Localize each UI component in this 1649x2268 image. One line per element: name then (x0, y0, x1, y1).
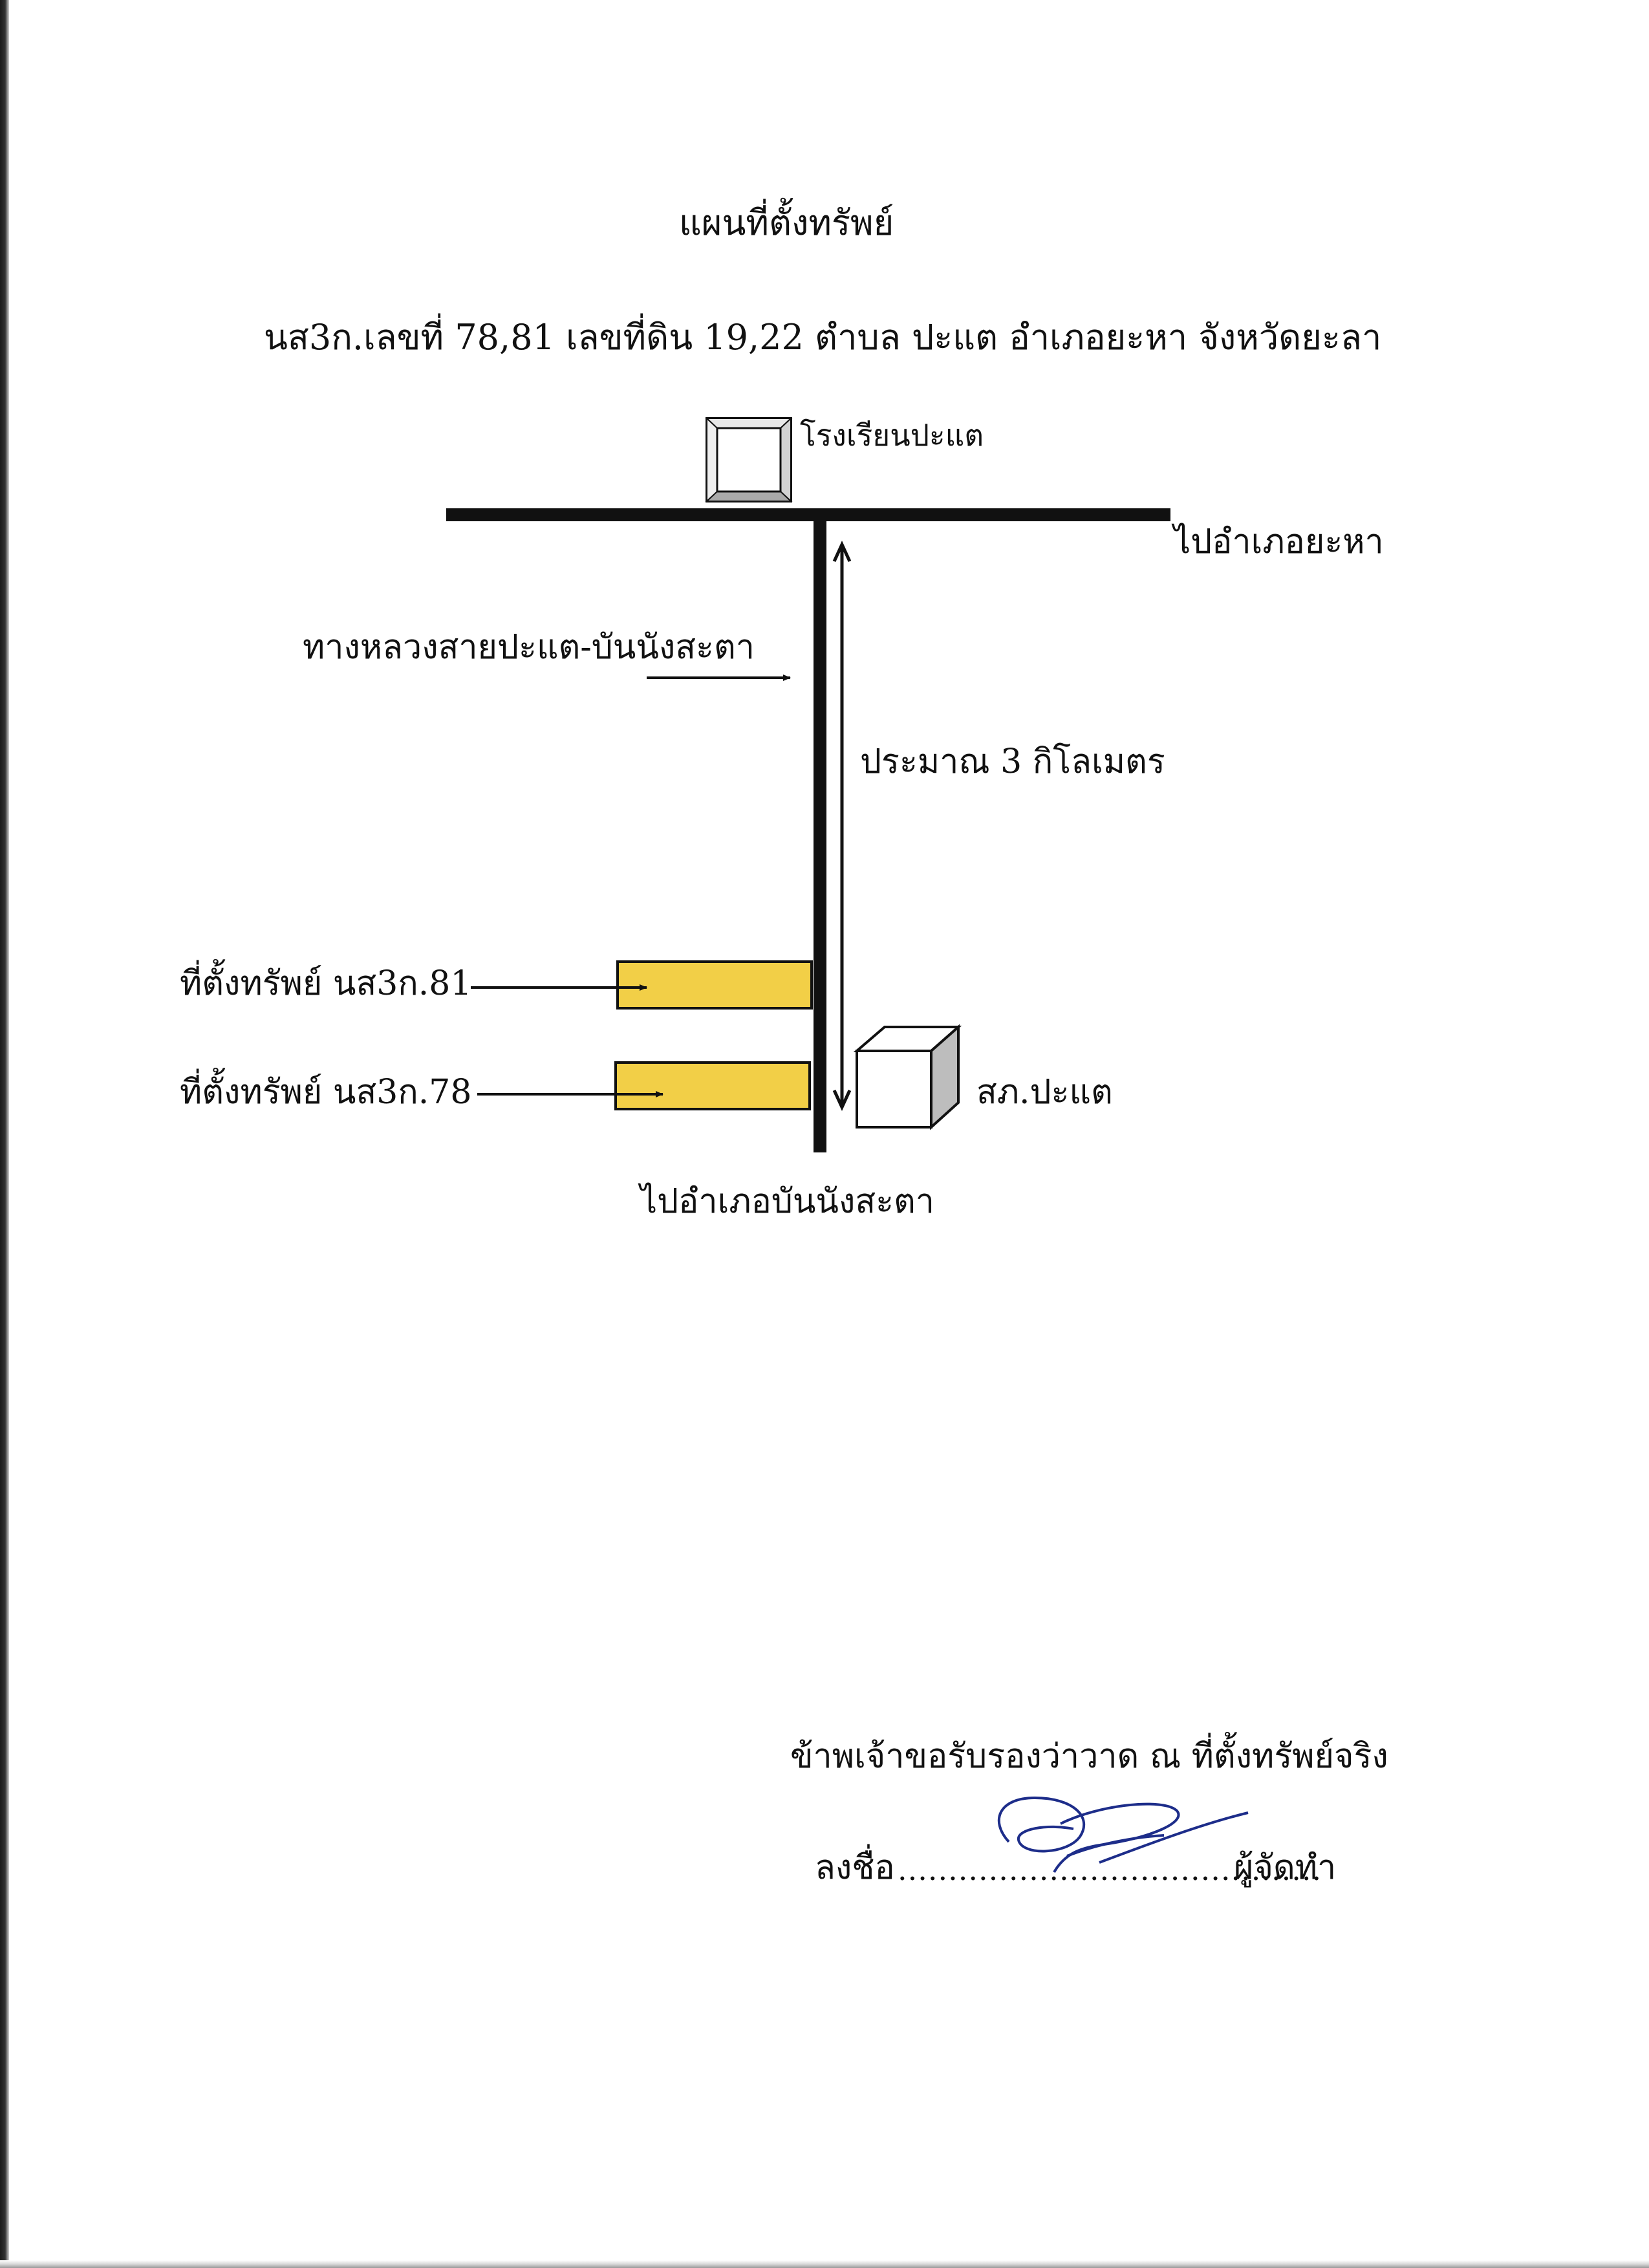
map-title: แผนที่ตั้งทรัพย์ (679, 202, 894, 243)
to-yaha-label: ไปอำเภอยะหา (1174, 523, 1384, 561)
distance-label: ประมาณ 3 กิโลเมตร (860, 742, 1165, 781)
plot-78 (614, 1061, 811, 1110)
certification-text: ข้าพเจ้าขอรับรองว่าวาด ณ ที่ตั้งทรัพย์จร… (790, 1737, 1388, 1776)
police-station-icon (853, 1024, 962, 1130)
scan-edge-bottom (0, 2260, 1649, 2268)
site-78-label: ที่ตั้งทรัพย์ นส3ก.78 (180, 1073, 472, 1112)
to-bannang-label: ไปอำเภอบันนังสะตา (640, 1182, 934, 1221)
site-81-label: ที่ตั้งทรัพย์ นส3ก.81 (180, 964, 472, 1003)
highway-label: ทางหลวงสายปะแต-บันนังสะตา (303, 628, 755, 667)
plot-81 (616, 960, 813, 1010)
police-station-label: สภ.ปะแต (976, 1073, 1113, 1112)
school-building-icon (705, 416, 793, 503)
school-label: โรงเรียนปะแต (800, 418, 984, 453)
distance-arrow-bottom-head (832, 1089, 852, 1111)
scan-edge-left (0, 0, 9, 2268)
sign-prefix: ลงชื่อ (815, 1848, 895, 1887)
signature-line: ........................................… (898, 1852, 1322, 1887)
map-subtitle: นส3ก.เลขที่ 78,81 เลขที่ดิน 19,22 ตำบล ป… (264, 317, 1382, 358)
handwritten-signature (997, 1796, 1249, 1873)
sign-suffix: ผู้จัดทำ (1234, 1848, 1337, 1887)
distance-arrow-top-head (832, 541, 852, 563)
